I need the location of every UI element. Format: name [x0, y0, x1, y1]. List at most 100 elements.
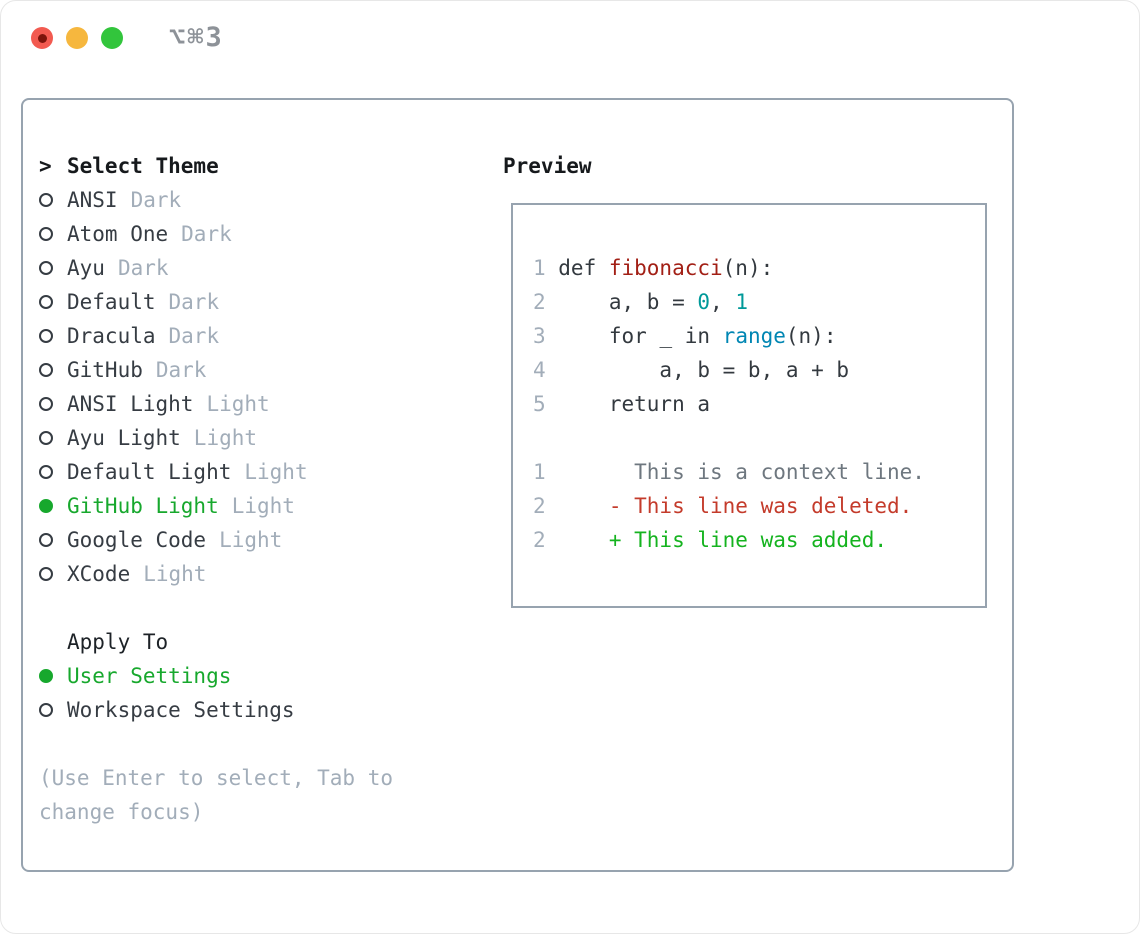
theme-item[interactable]: Google Code Light: [39, 523, 489, 557]
radio-icon: [39, 227, 53, 241]
radio-cell: [39, 295, 67, 309]
window-title: ⌥⌘3: [169, 22, 224, 53]
apply-option-label: Workspace Settings: [67, 698, 295, 722]
radio-cell: [39, 669, 67, 683]
theme-item[interactable]: Default Dark: [39, 285, 489, 319]
theme-item[interactable]: ANSI Dark: [39, 183, 489, 217]
theme-name: GitHub Light: [67, 494, 219, 518]
theme-list-header: >Select Theme: [39, 149, 489, 183]
close-dot-icon: [37, 33, 47, 43]
theme-name: Ayu: [67, 256, 105, 280]
radio-icon: [39, 703, 53, 717]
line-number: 3: [533, 324, 546, 348]
code-segment: This is a context line.: [558, 460, 925, 484]
theme-variant: Light: [231, 494, 295, 518]
cursor-icon: >: [39, 154, 52, 178]
code-segment: (n):: [722, 256, 774, 280]
apply-option-label: User Settings: [67, 664, 232, 688]
preview-title: Preview: [503, 154, 592, 178]
spacer: [39, 727, 489, 761]
theme-variant: Dark: [168, 290, 220, 314]
radio-icon: [39, 397, 53, 411]
radio-cell: [39, 465, 67, 479]
radio-cell: [39, 567, 67, 581]
theme-item[interactable]: ANSI Light Light: [39, 387, 489, 421]
apply-option[interactable]: Workspace Settings: [39, 693, 489, 727]
apply-to-title: Apply To: [67, 630, 169, 654]
code-segment: return: [608, 392, 698, 416]
radio-cell: [39, 431, 67, 445]
radio-cell: [39, 397, 67, 411]
theme-name: Ayu Light: [67, 426, 181, 450]
code-segment: for: [608, 324, 660, 348]
line-number: 5: [533, 392, 546, 416]
line-number: 2: [533, 290, 546, 314]
theme-name: XCode: [67, 562, 131, 586]
theme-item[interactable]: Ayu Dark: [39, 251, 489, 285]
radio-cell: [39, 227, 67, 241]
code-segment: - This line was deleted.: [558, 494, 913, 518]
line-number: 1: [533, 460, 546, 484]
theme-name: ANSI: [67, 188, 118, 212]
code-line: 2 a, b = 0, 1: [533, 285, 985, 319]
radio-cell: [39, 193, 67, 207]
theme-variant: Light: [193, 426, 258, 450]
code-segment: ,: [710, 290, 736, 314]
theme-variant: Dark: [168, 324, 220, 348]
minimize-button[interactable]: [66, 27, 88, 49]
theme-variant: Dark: [155, 358, 207, 382]
theme-name: Default: [67, 290, 156, 314]
theme-item[interactable]: Dracula Dark: [39, 319, 489, 353]
theme-variant: Light: [206, 392, 270, 416]
radio-selected-icon: [39, 499, 53, 513]
radio-selected-icon: [39, 669, 53, 683]
theme-variant: Dark: [130, 188, 182, 212]
theme-variant: Dark: [117, 256, 169, 280]
code-segment: [558, 324, 609, 348]
code-segment: range: [722, 324, 786, 348]
radio-icon: [39, 261, 53, 275]
radio-icon: [39, 567, 53, 581]
code-line: 2 - This line was deleted.: [533, 489, 985, 523]
radio-icon: [39, 431, 53, 445]
spacer: [39, 591, 489, 625]
theme-name: Default Light: [67, 460, 232, 484]
close-button[interactable]: [31, 27, 53, 49]
radio-icon: [39, 295, 53, 309]
line-number: 2: [533, 528, 546, 552]
radio-cell: [39, 329, 67, 343]
theme-name: Google Code: [67, 528, 207, 552]
theme-name: ANSI Light: [67, 392, 194, 416]
code-segment: in: [684, 324, 723, 348]
code-line: 5 return a: [533, 387, 985, 421]
theme-variant: Light: [244, 460, 308, 484]
code-line: 1 This is a context line.: [533, 455, 985, 489]
radio-cell: [39, 261, 67, 275]
theme-item[interactable]: Ayu Light Light: [39, 421, 489, 455]
zoom-button[interactable]: [101, 27, 123, 49]
code-line: 3 for _ in range(n):: [533, 319, 985, 353]
radio-cell: [39, 363, 67, 377]
theme-item[interactable]: GitHub Light Light: [39, 489, 489, 523]
theme-item[interactable]: Default Light Light: [39, 455, 489, 489]
code-segment: a: [697, 392, 711, 416]
radio-icon: [39, 465, 53, 479]
theme-variant: Light: [219, 528, 283, 552]
code-segment: a, b =: [558, 290, 698, 314]
apply-option[interactable]: User Settings: [39, 659, 489, 693]
code-segment: + This line was added.: [558, 528, 888, 552]
line-number: 2: [533, 494, 546, 518]
radio-icon: [39, 329, 53, 343]
radio-cell: [39, 703, 67, 717]
code-segment: fibonacci: [608, 256, 723, 280]
theme-name: Dracula: [67, 324, 156, 348]
code-segment: [558, 392, 609, 416]
